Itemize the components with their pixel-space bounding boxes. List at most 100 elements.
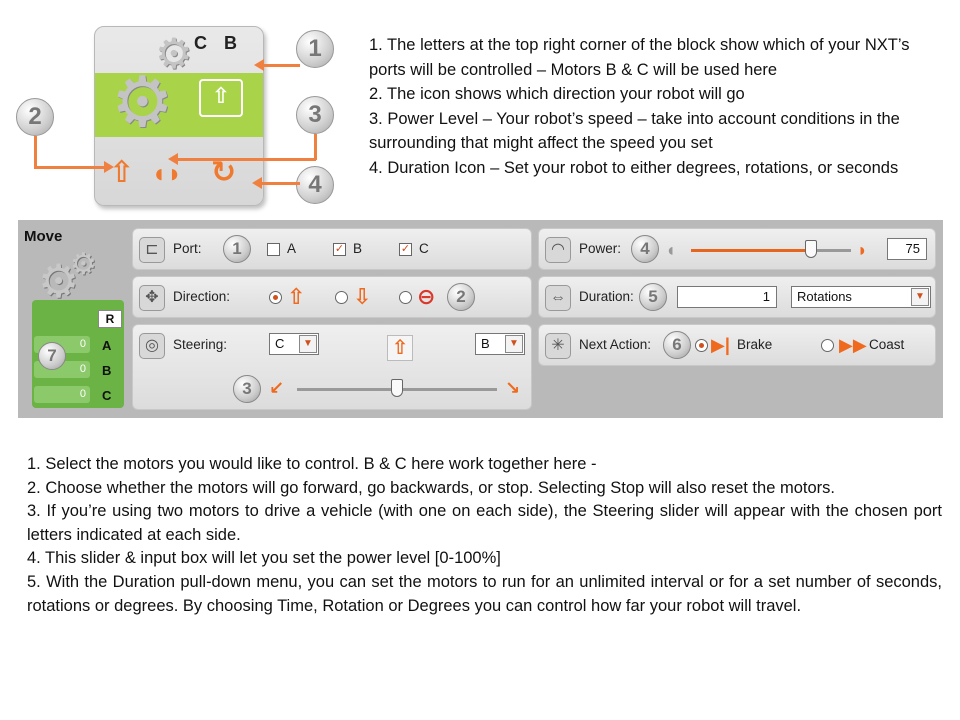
callout-arrow-head <box>168 153 178 165</box>
port-label: Port: <box>173 241 202 256</box>
next-action-row: ✳ Next Action: 6 ▶| Brake ▶▶ Coast <box>538 324 936 366</box>
number-badge-7: 7 <box>38 342 66 370</box>
port-a-checkbox[interactable] <box>267 243 280 256</box>
power-slider-thumb[interactable] <box>805 240 817 258</box>
duration-input[interactable]: 1 <box>677 286 777 308</box>
block-green-band <box>95 73 263 137</box>
bottom-note: 3. If you’re using two motors to drive a… <box>27 502 942 544</box>
stop-icon[interactable]: ⊖ <box>417 284 436 309</box>
panel-title: Move <box>24 228 63 245</box>
slow-icon: ◖ <box>665 240 676 260</box>
direction-backward-radio[interactable] <box>335 291 348 304</box>
block-port-letters: C B <box>194 33 243 53</box>
steering-row: ◎ Steering: C ▼ ⇧ B ▼ 3 ↙ ↘ <box>132 324 532 410</box>
port-b-checkbox[interactable]: ✓ <box>333 243 346 256</box>
forward-arrow-icon[interactable]: ⇧ <box>287 284 306 309</box>
bottom-notes: 1. Select the motors you would like to c… <box>27 453 942 618</box>
direction-forward-radio[interactable] <box>269 291 282 304</box>
top-note: 1. The letters at the top right corner o… <box>369 36 910 79</box>
steer-right-icon: ↘ <box>505 378 521 398</box>
move-block: ⚙ ⚙ C B ⇧ ⇧ ◖◗ ↻ <box>94 26 264 206</box>
duration-unit-value: Rotations <box>797 289 852 304</box>
power-slider-fill <box>691 249 811 252</box>
direction-up-icon: ⇧ <box>199 79 243 117</box>
callout-arrow-line <box>176 158 316 161</box>
duration-label: Duration: <box>579 289 634 304</box>
speedometer-icon: ◠ <box>545 237 571 263</box>
up-arrow-icon: ⇧ <box>109 156 135 189</box>
steering-left-select[interactable]: C ▼ <box>269 333 319 355</box>
power-input[interactable]: 75 <box>887 238 927 260</box>
port-c-label: C <box>419 241 429 256</box>
top-note: 4. Duration Icon – Set your robot to eit… <box>369 158 899 177</box>
brake-label: Brake <box>737 337 773 352</box>
next-action-icon: ✳ <box>545 333 571 359</box>
move-block-diagram: ⚙ ⚙ C B ⇧ ⇧ ◖◗ ↻ 1 2 3 4 <box>10 20 360 210</box>
top-note: 2. The icon shows which direction your r… <box>369 85 745 103</box>
bottom-note: 4. This slider & input box will let you … <box>27 549 501 568</box>
gear-icon: ⚙ <box>111 63 174 141</box>
coast-radio[interactable] <box>821 339 834 352</box>
duration-row: ⇔ Duration: 5 1 Rotations ▼ <box>538 276 936 318</box>
callout-3: 3 <box>296 96 334 134</box>
steering-slider-thumb[interactable] <box>391 379 403 397</box>
callout-arrow-head <box>252 177 262 189</box>
callout-arrow-line <box>260 182 300 185</box>
chevron-down-icon[interactable]: ▼ <box>911 288 929 306</box>
callout-1: 1 <box>296 30 334 68</box>
callout-2: 2 <box>16 98 54 136</box>
gear-icon: ⚙ <box>155 30 193 77</box>
rotation-icon: ↻ <box>211 156 237 189</box>
backward-arrow-icon[interactable]: ⇩ <box>353 284 372 309</box>
feedback-letter-a: A <box>102 338 112 353</box>
callout-arrow-line <box>34 166 106 169</box>
top-notes: 1. The letters at the top right corner o… <box>369 33 944 180</box>
steering-wheel-icon: ◎ <box>139 333 165 359</box>
move-config-panel: Move ⚙ ⚙ R 0 A 0 B 0 C 7 ⊏ Port: 1 A ✓ B… <box>18 220 943 418</box>
power-row: ◠ Power: 4 ◖ ◗ 75 <box>538 228 936 270</box>
coast-icon: ▶▶ <box>839 335 867 355</box>
fast-icon: ◗ <box>857 240 868 260</box>
duration-icon: ⇔ <box>545 285 571 311</box>
chevron-down-icon[interactable]: ▼ <box>299 335 317 353</box>
callout-arrow-line <box>314 134 317 160</box>
number-badge-1: 1 <box>223 235 251 263</box>
gear-icon: ⚙ <box>38 255 80 307</box>
feedback-letter-b: B <box>102 363 112 378</box>
direction-row: ✥ Direction: ⇧ ⇩ ⊖ 2 <box>132 276 532 318</box>
port-c-checkbox[interactable]: ✓ <box>399 243 412 256</box>
steering-left-value: C <box>275 336 285 351</box>
callout-arrow-line <box>260 64 300 67</box>
bottom-note: 2. Choose whether the motors will go for… <box>27 478 835 497</box>
number-badge-5: 5 <box>639 283 667 311</box>
power-label: Power: <box>579 241 622 256</box>
brake-icon: ▶| <box>711 335 730 355</box>
port-b-label: B <box>353 241 363 256</box>
duration-unit-select[interactable]: Rotations ▼ <box>791 286 931 308</box>
callout-arrow-line <box>34 136 37 168</box>
steering-right-select[interactable]: B ▼ <box>475 333 525 355</box>
coast-label: Coast <box>869 337 905 352</box>
steer-left-icon: ↙ <box>269 378 285 398</box>
reset-button[interactable]: R <box>98 310 122 328</box>
next-action-label: Next Action: <box>579 337 652 352</box>
direction-stop-radio[interactable] <box>399 291 412 304</box>
gear-icon: ⚙ <box>70 248 97 281</box>
steering-label: Steering: <box>173 337 228 352</box>
feedback-letter-c: C <box>102 388 112 403</box>
port-a-label: A <box>287 241 297 256</box>
compass-icon: ✥ <box>139 285 165 311</box>
callout-arrow-head <box>254 59 264 71</box>
top-note: 3. Power Level – Your robot’s speed – ta… <box>369 109 900 153</box>
brake-radio[interactable] <box>695 339 708 352</box>
callout-arrow-head <box>104 161 114 173</box>
bottom-note: 1. Select the motors you would like to c… <box>27 455 597 473</box>
bottom-note: 5. With the Duration pull-down menu, you… <box>27 572 942 615</box>
number-badge-6: 6 <box>663 331 691 359</box>
straight-arrow-icon: ⇧ <box>387 335 413 361</box>
chevron-down-icon[interactable]: ▼ <box>505 335 523 353</box>
direction-label: Direction: <box>173 289 231 304</box>
number-badge-3: 3 <box>233 375 261 403</box>
feedback-value-c: 0 <box>34 386 90 403</box>
steering-right-value: B <box>481 336 490 351</box>
